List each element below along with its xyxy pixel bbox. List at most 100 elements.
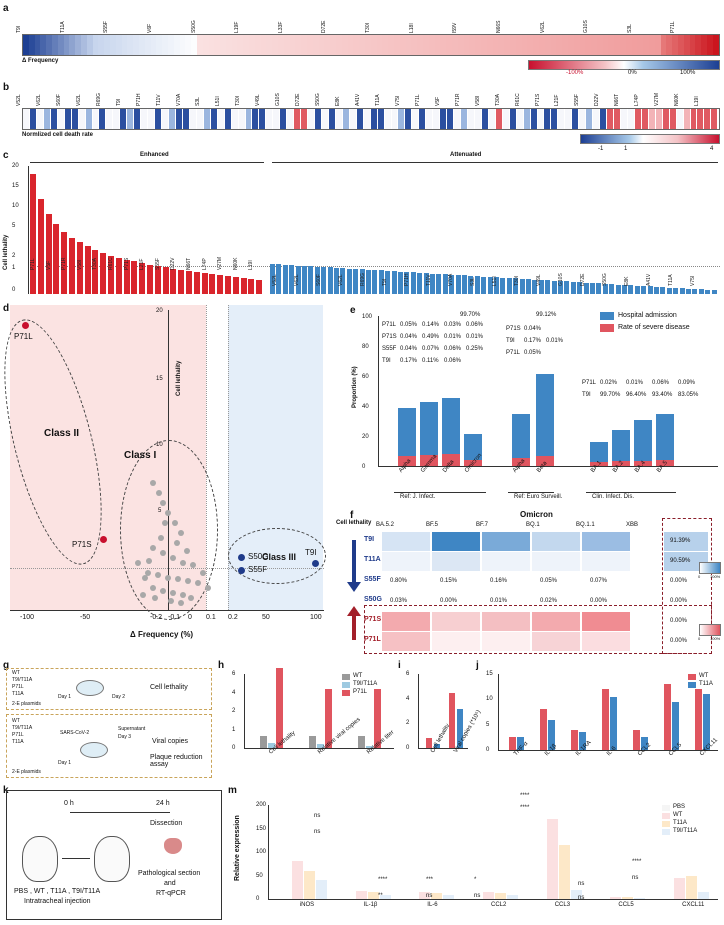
bar-enhanced <box>209 274 216 294</box>
mutation-label-a: P71L <box>670 21 677 33</box>
mutation-label-c: T30A <box>92 258 99 270</box>
bar-hospital <box>612 430 630 461</box>
panel-f-row: S50G <box>364 596 382 603</box>
panel-e-ytick: 60 <box>362 374 369 380</box>
heat-cell-b <box>426 109 434 129</box>
panel-e-group-line <box>586 492 676 493</box>
heat-cell-b <box>363 109 371 129</box>
heat-cell-a <box>562 35 568 55</box>
heat-cell-a <box>109 35 116 55</box>
bar-attenuated <box>385 270 391 294</box>
heat-cell-a <box>701 35 708 55</box>
bar-enhanced <box>170 269 177 294</box>
y-tick: 0 <box>232 745 236 751</box>
mutation-label-a: T9I <box>16 25 22 33</box>
panel-f-row: S55F <box>364 576 381 583</box>
label-p71l: P71L <box>14 332 33 341</box>
panel-m-sig: *** <box>426 877 434 883</box>
y-tick: 5 <box>486 721 490 728</box>
bar-attenuated <box>558 281 563 294</box>
panel-e-t1-val: 0.04% <box>400 346 418 352</box>
bar-attenuated <box>481 276 487 294</box>
mutation-label-c: P71S <box>123 257 130 270</box>
bar <box>373 688 381 748</box>
bar <box>517 736 525 750</box>
heat-cell-a <box>608 35 615 55</box>
bar-attenuated <box>372 270 378 294</box>
panel-g-item: T9I/T11A <box>12 677 33 683</box>
panel-f-arrow-up <box>352 614 356 640</box>
bar-attenuated <box>628 285 634 294</box>
panel-g-sars: SARS-CoV-2 <box>60 730 90 736</box>
heat-cell-a <box>167 35 174 55</box>
mutation-label-b: N66T <box>614 93 621 106</box>
heat-cell-a <box>347 35 354 55</box>
bar <box>495 893 506 899</box>
heat-cell-a <box>98 35 105 55</box>
bar-attenuated <box>622 284 627 294</box>
bar-attenuated <box>641 286 647 294</box>
mutation-label-b: L74P <box>634 94 641 106</box>
panel-c-yaxis <box>28 166 29 294</box>
heat-cell-a <box>417 35 423 55</box>
bar-enhanced <box>92 250 99 294</box>
heat-cell-a <box>289 35 296 55</box>
panel-label-j: j <box>476 660 479 671</box>
bar-enhanced <box>162 267 169 294</box>
heat-cell-b <box>655 109 663 129</box>
heat-cell-a <box>295 35 302 55</box>
bar-enhanced <box>147 265 153 294</box>
panel-f-scale-red-max: 100% <box>710 636 721 641</box>
bar-hospital <box>442 398 460 454</box>
heat-cell-a <box>220 35 226 55</box>
panel-g-supernatant: Supernatant <box>118 726 146 732</box>
y-axis <box>418 674 419 748</box>
heat-cell-a <box>625 35 632 55</box>
panel-e-t3-row: T9I <box>582 392 591 398</box>
panel-f-cell <box>432 612 480 631</box>
panel-e-t3-val: 0.06% <box>652 380 670 386</box>
mutation-label-a: L18I <box>408 23 415 33</box>
bar-attenuated <box>308 266 314 294</box>
bar <box>507 895 518 899</box>
legend-label: T9I/T11A <box>673 828 698 834</box>
bar-attenuated <box>276 264 282 294</box>
panel-c-ytick: 5 <box>12 223 16 229</box>
point-grey <box>150 480 156 486</box>
legend-swatch <box>662 813 670 819</box>
bar-enhanced <box>100 253 107 294</box>
mutation-label-b: S3L <box>195 97 202 106</box>
point-grey <box>156 490 162 496</box>
panel-m-sig: ns <box>314 829 321 835</box>
bar <box>674 877 686 899</box>
heat-cell-a <box>127 35 134 55</box>
panel-e-ytick: 80 <box>362 344 369 350</box>
bar-attenuated <box>282 264 288 294</box>
heat-cell-b <box>481 109 489 129</box>
bar <box>610 896 622 899</box>
mutation-label-b: T11A <box>374 94 381 106</box>
panel-f-val: 0.07% <box>590 578 608 584</box>
bar-enhanced <box>115 258 122 294</box>
heat-cell-a <box>382 35 389 55</box>
mutation-label-b: N60K <box>674 93 681 106</box>
heat-cell-a <box>196 35 203 55</box>
heat-cell-a <box>283 35 290 55</box>
panel-f-val-xbb: 0.00% <box>670 578 688 584</box>
bar <box>367 891 379 899</box>
heat-cell-a <box>156 35 163 55</box>
panel-e-ylabel: Proportion (%) <box>352 366 358 408</box>
panel-e-group-line <box>394 492 486 493</box>
colorbar-b-min: -1 <box>598 146 604 152</box>
bar-enhanced <box>30 174 36 294</box>
bar <box>309 735 316 748</box>
panel-f-val: 0.05% <box>540 578 558 584</box>
panel-d-xtick: -100 <box>20 614 35 621</box>
mutation-label-c: D72E <box>580 273 586 286</box>
panel-f-row: T9I <box>364 536 375 543</box>
heat-cell-b <box>440 109 448 129</box>
panel-e-t1-val: 0.17% <box>400 358 418 364</box>
bar-attenuated <box>474 276 480 294</box>
panel-f-cell <box>532 532 580 551</box>
mutation-label-c: L74P <box>201 258 208 270</box>
